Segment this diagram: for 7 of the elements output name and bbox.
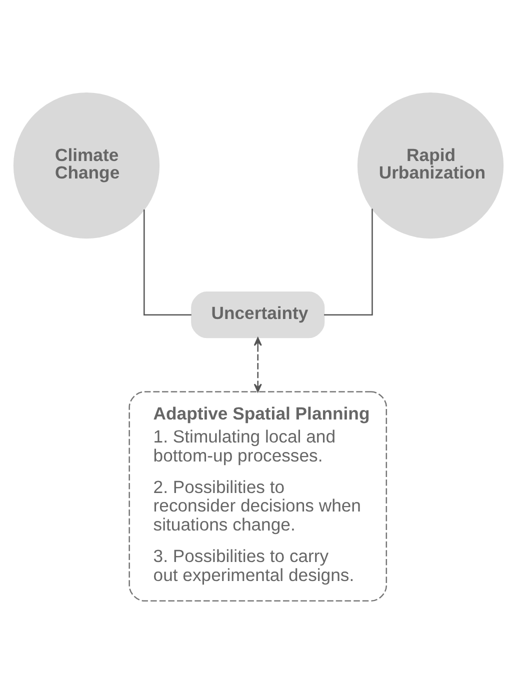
connector <box>143 210 191 316</box>
node-box: Uncertainty <box>190 292 324 338</box>
node-circle: Climate Change <box>12 92 160 239</box>
node-circle: Rapid Urbanization <box>356 92 504 239</box>
arrow <box>253 337 262 392</box>
node-box: Adaptive Spatial Planning 1. Stimulating local and bottom-up processes. 2. Possibilities to reconsider decisions when situations change. 3. Possibilities to carry out experimental designs. <box>128 391 387 602</box>
connector <box>324 208 372 316</box>
